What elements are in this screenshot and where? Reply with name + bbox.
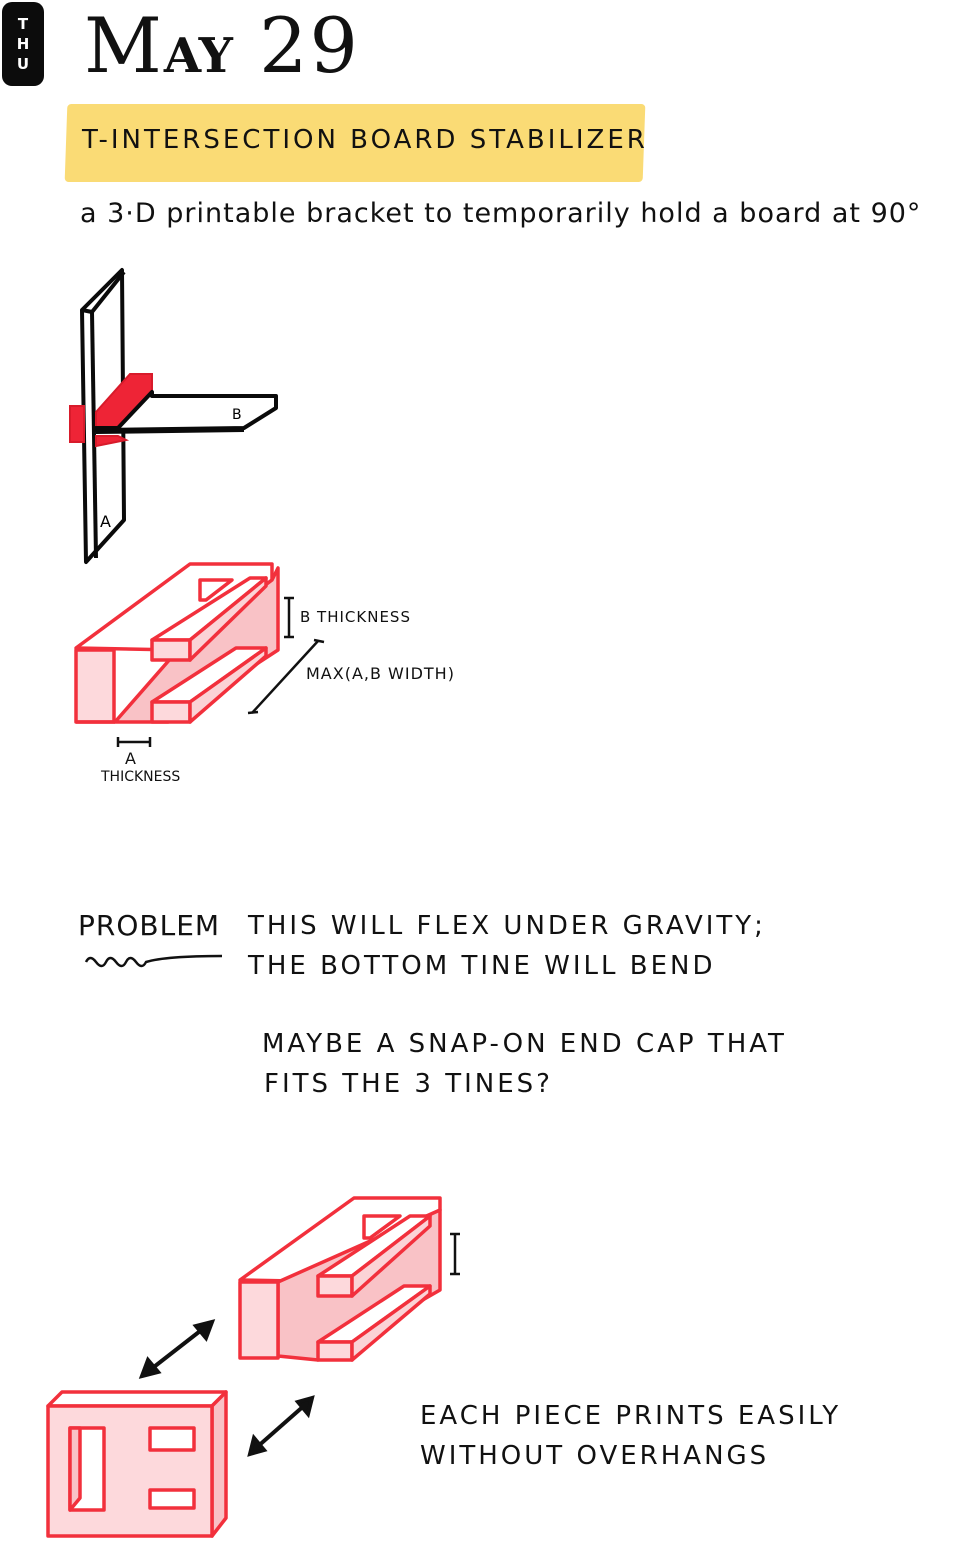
date-title: MAY 29 — [84, 0, 360, 102]
max-width-label: MAX(A,B WIDTH) — [306, 664, 455, 683]
a-label: A — [125, 749, 137, 768]
board-b-icon — [94, 390, 278, 434]
day-letter: H — [16, 35, 30, 53]
bracket-3d-icon — [74, 562, 280, 724]
problem-line-1: THIS WILL FLEX UNDER GRAVITY; — [248, 911, 766, 941]
bracket-icon — [69, 373, 153, 448]
page-subtitle: a 3·D printable bracket to temporarily h… — [80, 198, 922, 229]
squiggle-underline — [84, 954, 223, 968]
dimension-markers — [116, 596, 325, 747]
day-of-week-badge: T H U — [2, 2, 44, 86]
month-rest: AY — [163, 28, 233, 84]
conclusion-line-2: WITHOUT OVERHANGS — [420, 1441, 770, 1471]
conclusion-line-1: EACH PIECE PRINTS EASILY — [420, 1401, 842, 1431]
page-title: T-INTERSECTION BOARD STABILIZER — [82, 125, 648, 155]
day-letter: T — [17, 15, 29, 33]
problem-line-2: THE BOTTOM TINE WILL BEND — [248, 951, 716, 981]
day-letter: U — [16, 55, 30, 73]
problem-label: PROBLEM — [78, 909, 221, 942]
board-a-label: A — [100, 512, 111, 531]
thickness-label: THICKNESS — [101, 769, 181, 785]
month-initial: M — [84, 1, 164, 90]
b-thickness-label: B THICKNESS — [300, 608, 411, 626]
double-arrow-icon — [247, 1395, 315, 1457]
board-b-label: B — [232, 407, 242, 423]
day-number: 29 — [259, 1, 360, 90]
idea-line-1: MAYBE A SNAP-ON END CAP THAT — [262, 1029, 787, 1059]
bracket-exploded-icon — [46, 1196, 442, 1538]
idea-line-2: FITS THE 3 TINES? — [264, 1069, 553, 1099]
b-thickness-marker-2 — [450, 1232, 460, 1276]
double-arrow-icon — [138, 1319, 216, 1379]
